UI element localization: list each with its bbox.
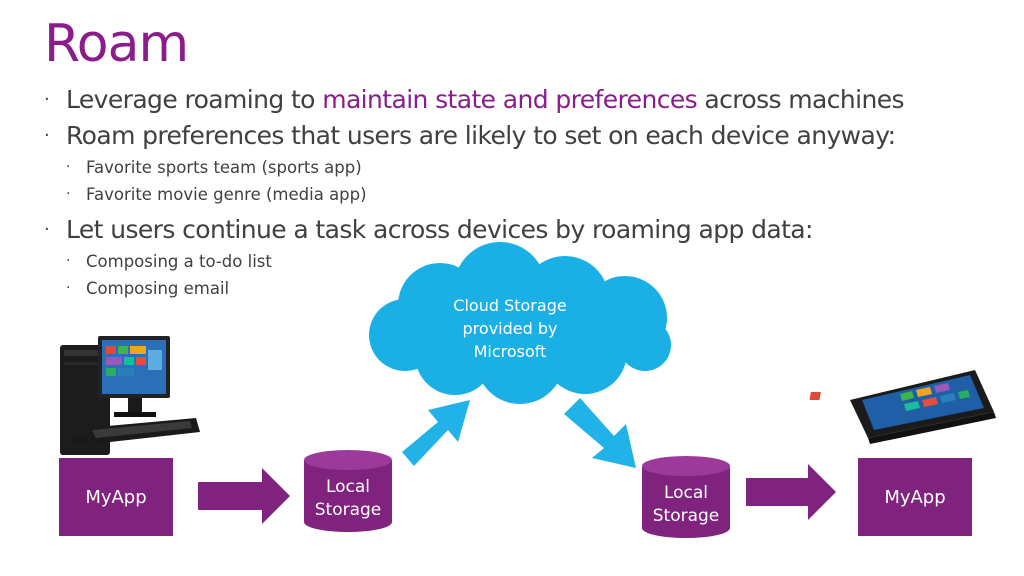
cloud-storage-label: Cloud Storage provided by Microsoft: [453, 296, 567, 361]
sub-bullet-text: Composing a to-do list: [86, 252, 272, 271]
bullet-dot: ·: [44, 219, 50, 240]
bullet-1: · Leverage roaming to maintain state and…: [44, 82, 984, 118]
arrow-right-icon: [198, 468, 290, 524]
myapp-box-left: MyApp: [59, 458, 173, 536]
arrow-up-right-icon: [402, 400, 470, 466]
bullet-dot: ·: [44, 125, 50, 146]
arrow-down-right-icon: [564, 398, 636, 468]
local-storage-label-left: Local Storage: [314, 477, 382, 520]
bullet-1-text-post: across machines: [697, 85, 904, 114]
local-storage-cylinder-right: [642, 456, 730, 538]
cloud-shape: [369, 242, 671, 404]
bullet-dot: ·: [44, 89, 50, 110]
bullet-2-text: Roam preferences that users are likely t…: [66, 121, 896, 150]
sub-bullet: · Composing a to-do list: [44, 248, 984, 275]
sub-bullet: · Favorite movie genre (media app): [44, 181, 984, 208]
local-storage-cylinder-left: [304, 450, 392, 532]
bullet-dot: ·: [66, 186, 71, 202]
bullet-1-highlight: maintain state and preferences: [322, 85, 698, 114]
bullet-dot: ·: [66, 253, 71, 269]
sub-bullet: · Composing email: [44, 275, 984, 302]
bullet-2: · Roam preferences that users are likely…: [44, 118, 984, 154]
local-storage-label-right: Local Storage: [652, 483, 720, 526]
myapp-box-right: MyApp: [858, 458, 972, 536]
sub-bullet-text: Favorite movie genre (media app): [86, 185, 367, 204]
arrow-right-icon: [746, 464, 836, 520]
bullet-1-text-pre: Leverage roaming to: [66, 85, 323, 114]
slide-title: Roam: [44, 14, 189, 74]
sub-bullet-text: Favorite sports team (sports app): [86, 158, 362, 177]
bullet-dot: ·: [66, 280, 71, 296]
bullet-3-text: Let users continue a task across devices…: [66, 215, 813, 244]
desktop-pc-icon: [60, 336, 200, 455]
sub-bullet: · Favorite sports team (sports app): [44, 154, 984, 181]
tablet-icon: [809, 370, 996, 444]
bullet-list: · Leverage roaming to maintain state and…: [44, 82, 984, 302]
bullet-dot: ·: [66, 159, 71, 175]
sub-bullet-text: Composing email: [86, 279, 230, 298]
bullet-3: · Let users continue a task across devic…: [44, 212, 984, 248]
